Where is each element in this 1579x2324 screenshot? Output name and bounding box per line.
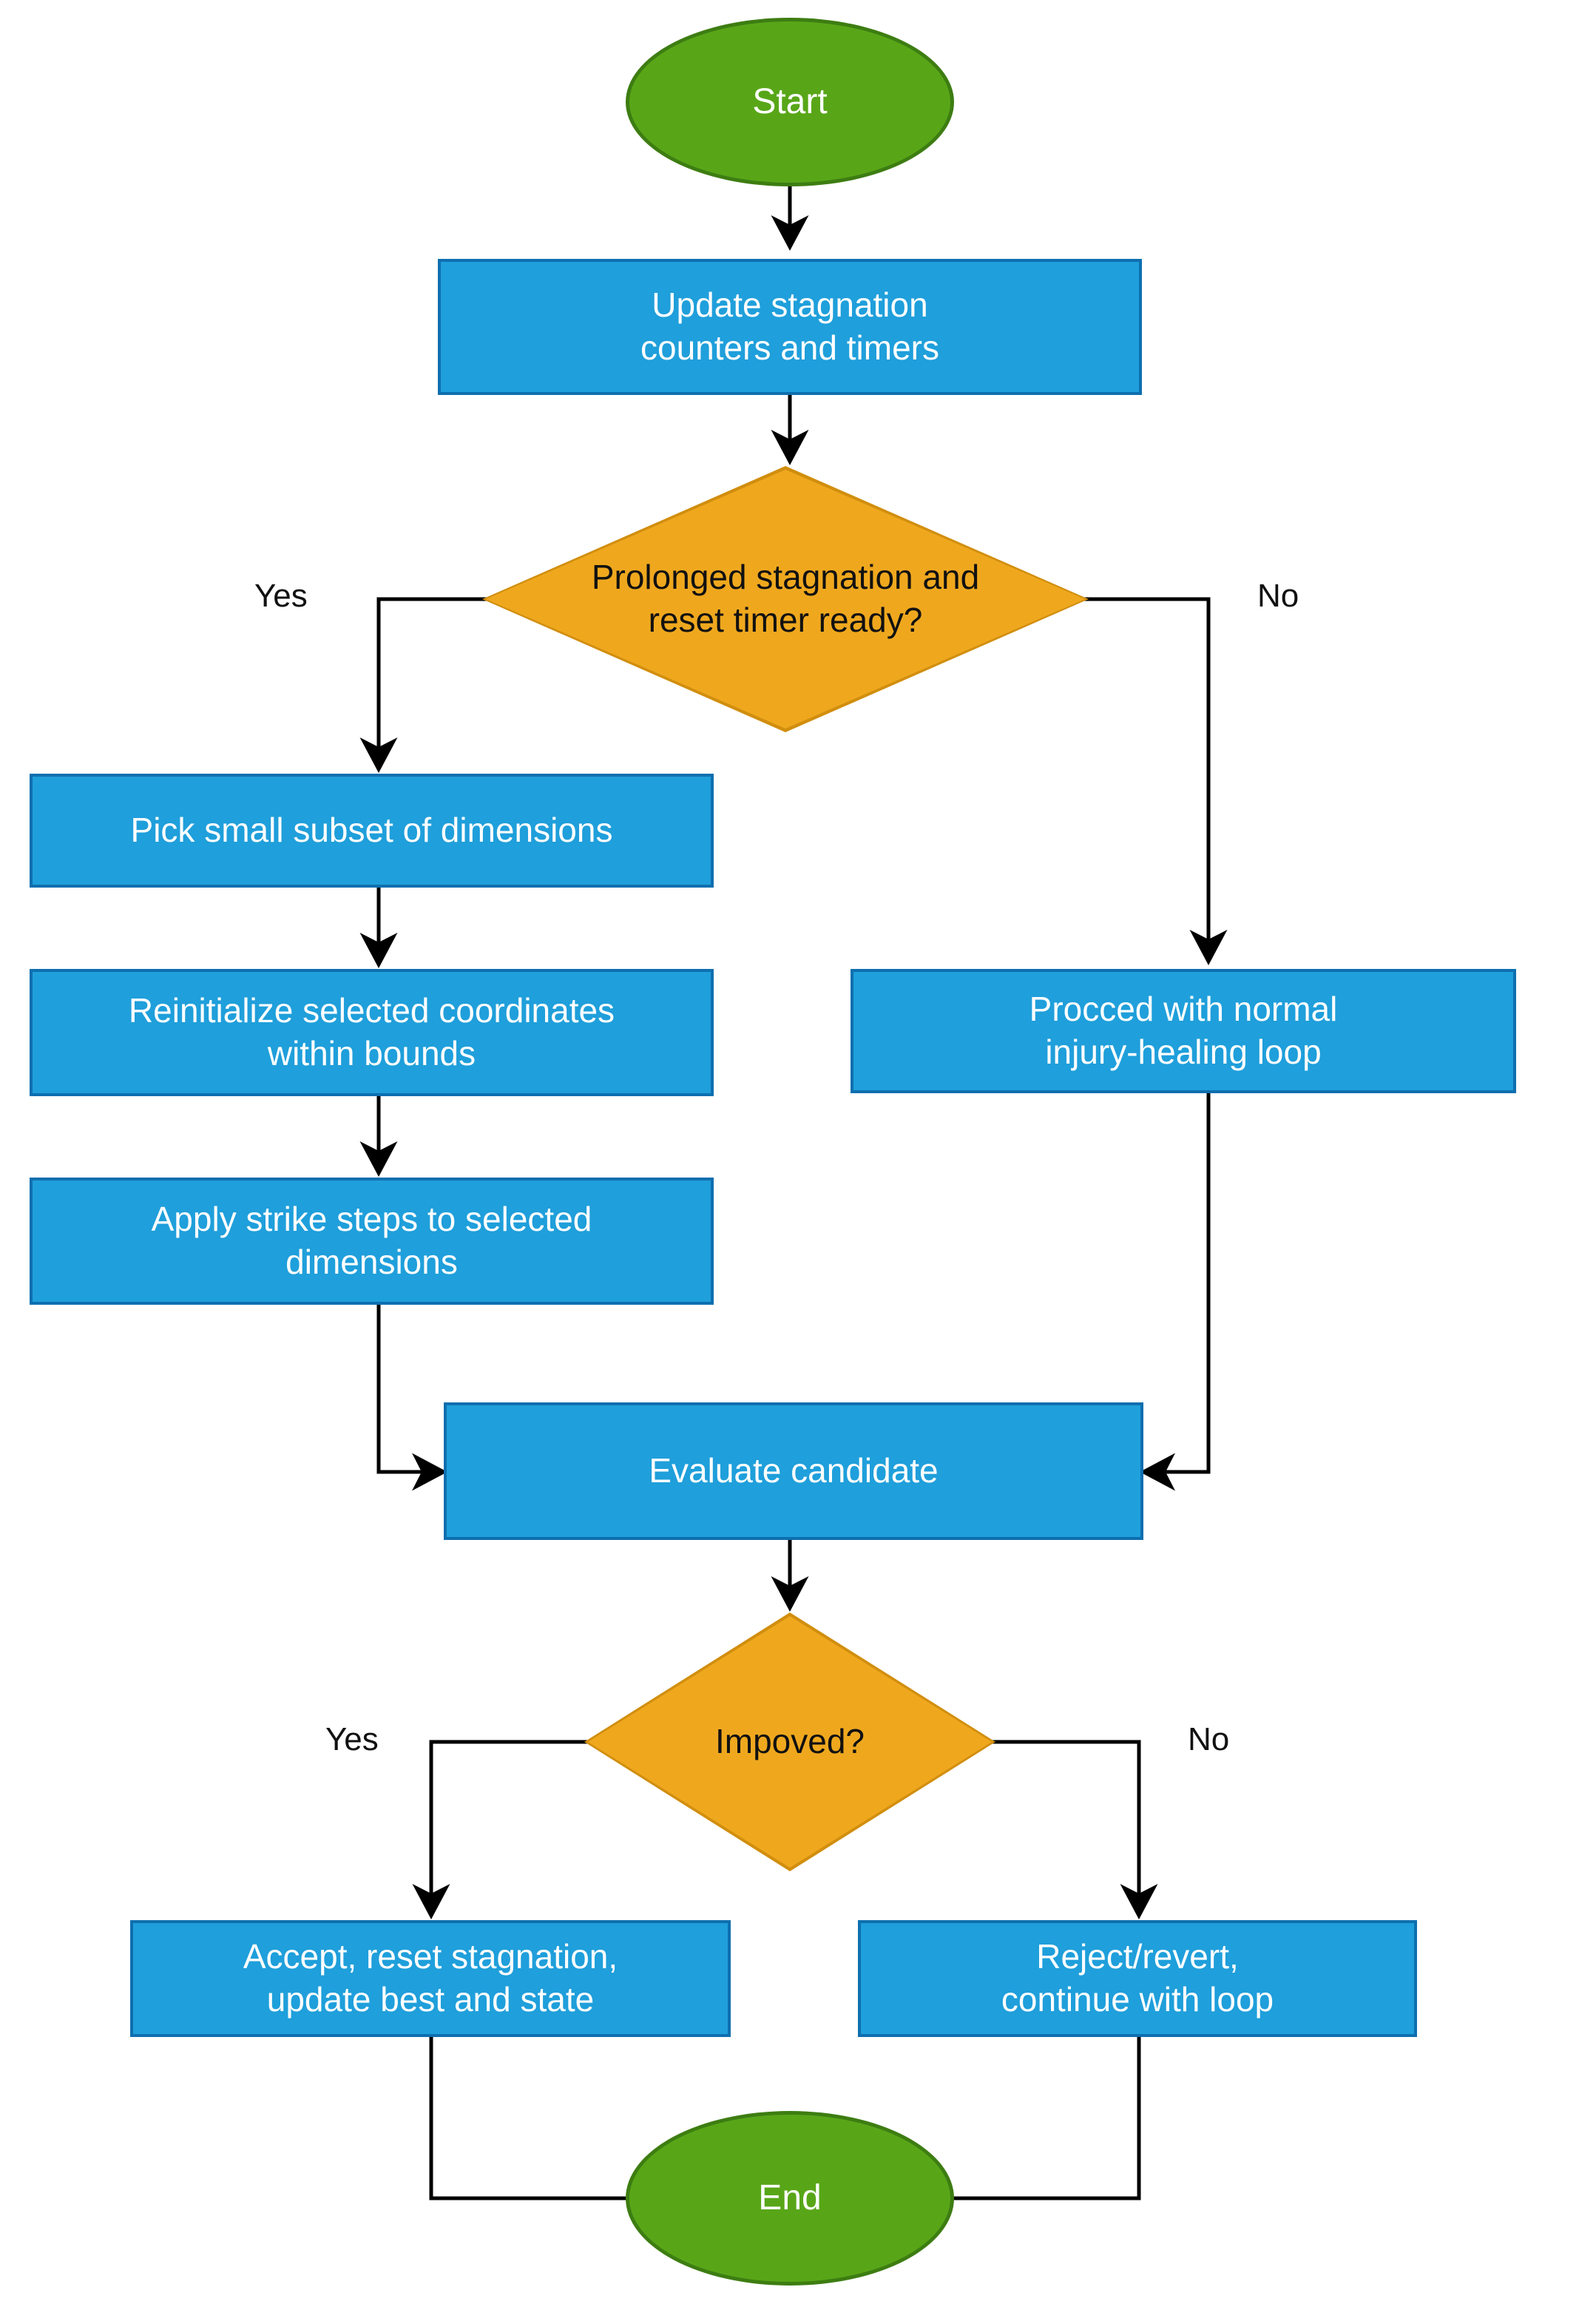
node-normal-loop[interactable]: Procced with normal injury-healing loop xyxy=(851,969,1516,1093)
edge-normal-to-evaluate xyxy=(1140,1093,1211,1491)
node-normal-loop-label: Procced with normal injury-healing loop xyxy=(1029,990,1338,1071)
edge-label-stagnation-yes: Yes xyxy=(254,578,308,614)
node-pick-subset-label: Pick small subset of dimensions xyxy=(130,811,613,850)
node-accept[interactable]: Accept, reset stagnation, update best an… xyxy=(130,1920,731,2037)
node-end[interactable]: End xyxy=(626,2111,954,2286)
node-reinitialize[interactable]: Reinitialize selected coordinates within… xyxy=(30,969,714,1096)
edge-label-stagnation-no: No xyxy=(1257,578,1299,614)
node-apply-strike[interactable]: Apply strike steps to selected dimension… xyxy=(30,1178,714,1305)
node-pick-subset[interactable]: Pick small subset of dimensions xyxy=(30,774,714,888)
node-improved-decision[interactable]: Impoved? xyxy=(584,1612,995,1871)
node-reinitialize-label: Reinitialize selected coordinates within… xyxy=(128,991,615,1073)
node-apply-strike-label: Apply strike steps to selected dimension… xyxy=(151,1200,592,1281)
node-update-counters[interactable]: Update stagnation counters and timers xyxy=(438,259,1142,395)
node-reject-label: Reject/revert, continue with loop xyxy=(1001,1937,1274,2019)
edge-label-improved-yes: Yes xyxy=(325,1721,379,1757)
node-update-counters-label: Update stagnation counters and timers xyxy=(640,286,939,367)
node-start[interactable]: Start xyxy=(626,18,954,186)
node-improved-decision-label: Impoved? xyxy=(714,1722,865,1761)
node-evaluate-label: Evaluate candidate xyxy=(649,1451,939,1490)
edge-strike-to-evaluate xyxy=(376,1305,447,1491)
node-reject[interactable]: Reject/revert, continue with loop xyxy=(858,1920,1417,2037)
node-stagnation-decision-label: Prolonged stagnation and reset timer rea… xyxy=(591,558,980,639)
node-accept-label: Accept, reset stagnation, update best an… xyxy=(243,1937,618,2019)
node-stagnation-decision[interactable]: Prolonged stagnation and reset timer rea… xyxy=(482,466,1089,732)
node-start-label: Start xyxy=(752,81,828,121)
node-evaluate[interactable]: Evaluate candidate xyxy=(444,1402,1143,1540)
node-end-label: End xyxy=(758,2178,822,2217)
edge-label-improved-no: No xyxy=(1188,1721,1230,1757)
